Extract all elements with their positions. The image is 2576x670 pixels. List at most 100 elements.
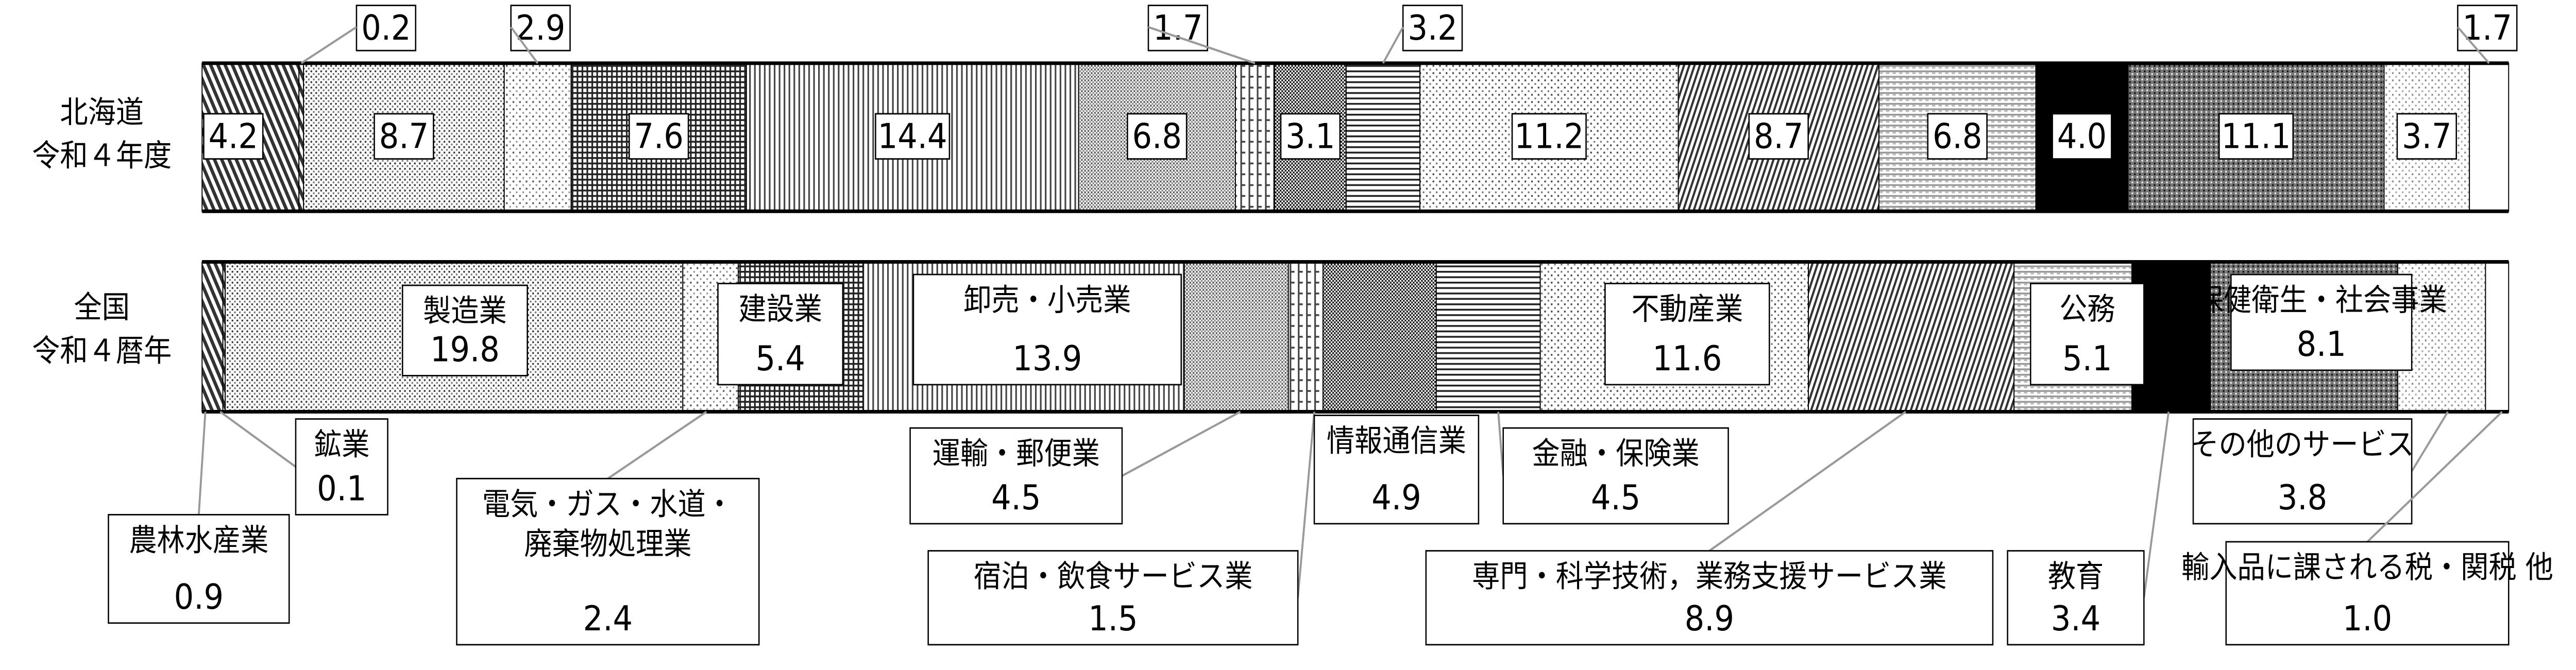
category-label-2: 製造業 — [423, 294, 507, 329]
category-label-8: 情報通信業 — [1327, 423, 1466, 459]
value-label-box — [1748, 113, 1809, 160]
value-label-box — [203, 113, 264, 160]
category-label-box — [927, 550, 1299, 646]
category-label-box — [456, 477, 760, 646]
value-label-national-15: 3.8 — [2278, 478, 2327, 518]
bar-segment-national-13 — [2131, 261, 2211, 413]
value-label-national-14: 8.1 — [2297, 324, 2346, 364]
row-label-national: 全国 — [74, 290, 130, 325]
category-label-box — [401, 284, 528, 376]
value-label-national-8: 4.9 — [1371, 478, 1421, 518]
bar-segment-hokkaido-7 — [1234, 62, 1276, 212]
value-label-hokkaido-13: 4.0 — [2057, 117, 2107, 157]
leader-line — [219, 410, 297, 468]
value-label-national-11: 8.9 — [1685, 599, 1734, 639]
bar-segments — [201, 61, 2510, 414]
category-label-1: 鉱業 — [314, 427, 369, 462]
category-label-box — [108, 514, 290, 624]
category-label-box — [2030, 283, 2145, 386]
category-label-16: 輸入品に課される税・関税 他 — [2181, 550, 2553, 586]
category-label-15: その他のサービス — [2191, 427, 2414, 462]
leader-line — [300, 26, 357, 64]
bar-segment-national-6 — [1183, 261, 1289, 413]
category-label-9: 金融・保険業 — [1532, 436, 1700, 472]
category-label-box — [1313, 415, 1480, 525]
category-label-10: 不動産業 — [1631, 291, 1743, 327]
row-label-hokkaido-year: 令和４年度 — [32, 138, 172, 174]
bar-segment-hokkaido-3 — [503, 62, 572, 212]
bar-segment-national-9 — [1435, 261, 1541, 413]
leader-line — [1122, 410, 1241, 477]
category-label-13: 教育 — [2048, 559, 2104, 594]
bar-segment-national-8 — [1322, 261, 1437, 413]
bar-segment-national-16 — [2485, 261, 2510, 413]
value-label-box — [374, 113, 434, 160]
value-label-box — [510, 5, 571, 51]
leader-line — [2143, 411, 2170, 598]
category-label-5: 卸売・小売業 — [963, 283, 1131, 318]
leader-line — [1382, 26, 1404, 64]
category-label-box — [717, 283, 844, 386]
value-label-national-1: 0.1 — [317, 469, 366, 509]
value-label-hokkaido-10: 11.2 — [1514, 117, 1584, 157]
value-label-box — [1127, 113, 1188, 160]
category-label-box — [2230, 273, 2413, 371]
category-label-7: 宿泊・飲食サービス業 — [973, 559, 1252, 594]
category-label-12: 公務 — [2059, 291, 2115, 327]
leader-line — [197, 411, 207, 515]
value-label-box — [2218, 113, 2294, 160]
leader-line — [510, 26, 539, 64]
value-label-national-3: 2.4 — [583, 599, 633, 639]
value-label-hokkaido-2: 8.7 — [379, 117, 429, 157]
category-label-6: 運輸・郵便業 — [933, 436, 1100, 472]
bar-segment-hokkaido-9 — [1345, 62, 1421, 212]
bar-segment-national-11 — [1808, 261, 2015, 413]
value-label-national-6: 4.5 — [991, 478, 1041, 518]
value-label-hokkaido-3: 2.9 — [516, 8, 565, 48]
value-label-hokkaido-5: 14.4 — [878, 117, 947, 157]
value-label-national-4: 5.4 — [756, 339, 805, 379]
row-label-hokkaido: 北海道 — [60, 95, 144, 130]
value-label-hokkaido-0: 4.2 — [209, 117, 258, 157]
value-label-hokkaido-14: 11.1 — [2222, 117, 2291, 157]
category-label-box — [1425, 550, 1994, 646]
leader-line — [2366, 410, 2503, 543]
bar-segment-national-7 — [1287, 261, 1324, 413]
leader-line — [2457, 26, 2490, 64]
value-label-hokkaido-11: 8.7 — [1754, 117, 1803, 157]
value-label-national-5: 13.9 — [1012, 339, 1082, 379]
category-label-box — [1604, 283, 1770, 386]
leader-line — [2411, 411, 2449, 472]
value-label-national-10: 11.6 — [1652, 339, 1722, 379]
value-label-box — [629, 113, 689, 160]
value-label-box — [2396, 113, 2457, 160]
category-label-11: 専門・科学技術，業務支援サービス業 — [1472, 559, 1946, 594]
value-label-national-9: 4.5 — [1591, 478, 1640, 518]
value-label-national-0: 0.9 — [174, 577, 224, 617]
category-label-box — [2192, 418, 2413, 525]
bar-segment-hokkaido-16 — [2469, 62, 2510, 212]
value-label-national-16: 1.0 — [2343, 599, 2392, 639]
value-label-hokkaido-4: 7.6 — [634, 117, 684, 157]
leader-line — [607, 410, 707, 480]
value-label-hokkaido-9: 3.2 — [1408, 8, 1457, 48]
value-label-box — [875, 113, 951, 160]
category-label-4: 建設業 — [738, 291, 822, 327]
value-label-hokkaido-1: 0.2 — [361, 8, 411, 48]
category-label-0: 農林水産業 — [129, 523, 268, 558]
value-label-hokkaido-8: 3.1 — [1285, 117, 1335, 157]
value-label-hokkaido-15: 3.7 — [2402, 117, 2451, 157]
category-label-box — [2007, 550, 2145, 646]
category-label-3: 廃棄物処理業 — [524, 526, 691, 562]
value-label-hokkaido-6: 6.8 — [1132, 117, 1182, 157]
leader-line — [1497, 411, 1504, 476]
value-label-box — [1927, 113, 1988, 160]
category-label-14: 保健衛生・社会事業 — [2196, 283, 2447, 318]
leader-line — [1148, 26, 1256, 64]
bar-segment-national-0 — [201, 261, 224, 413]
value-label-box — [1280, 113, 1341, 160]
value-label-national-13: 3.4 — [2051, 599, 2100, 639]
category-label-3: 電気・ガス・水道・ — [482, 487, 734, 522]
